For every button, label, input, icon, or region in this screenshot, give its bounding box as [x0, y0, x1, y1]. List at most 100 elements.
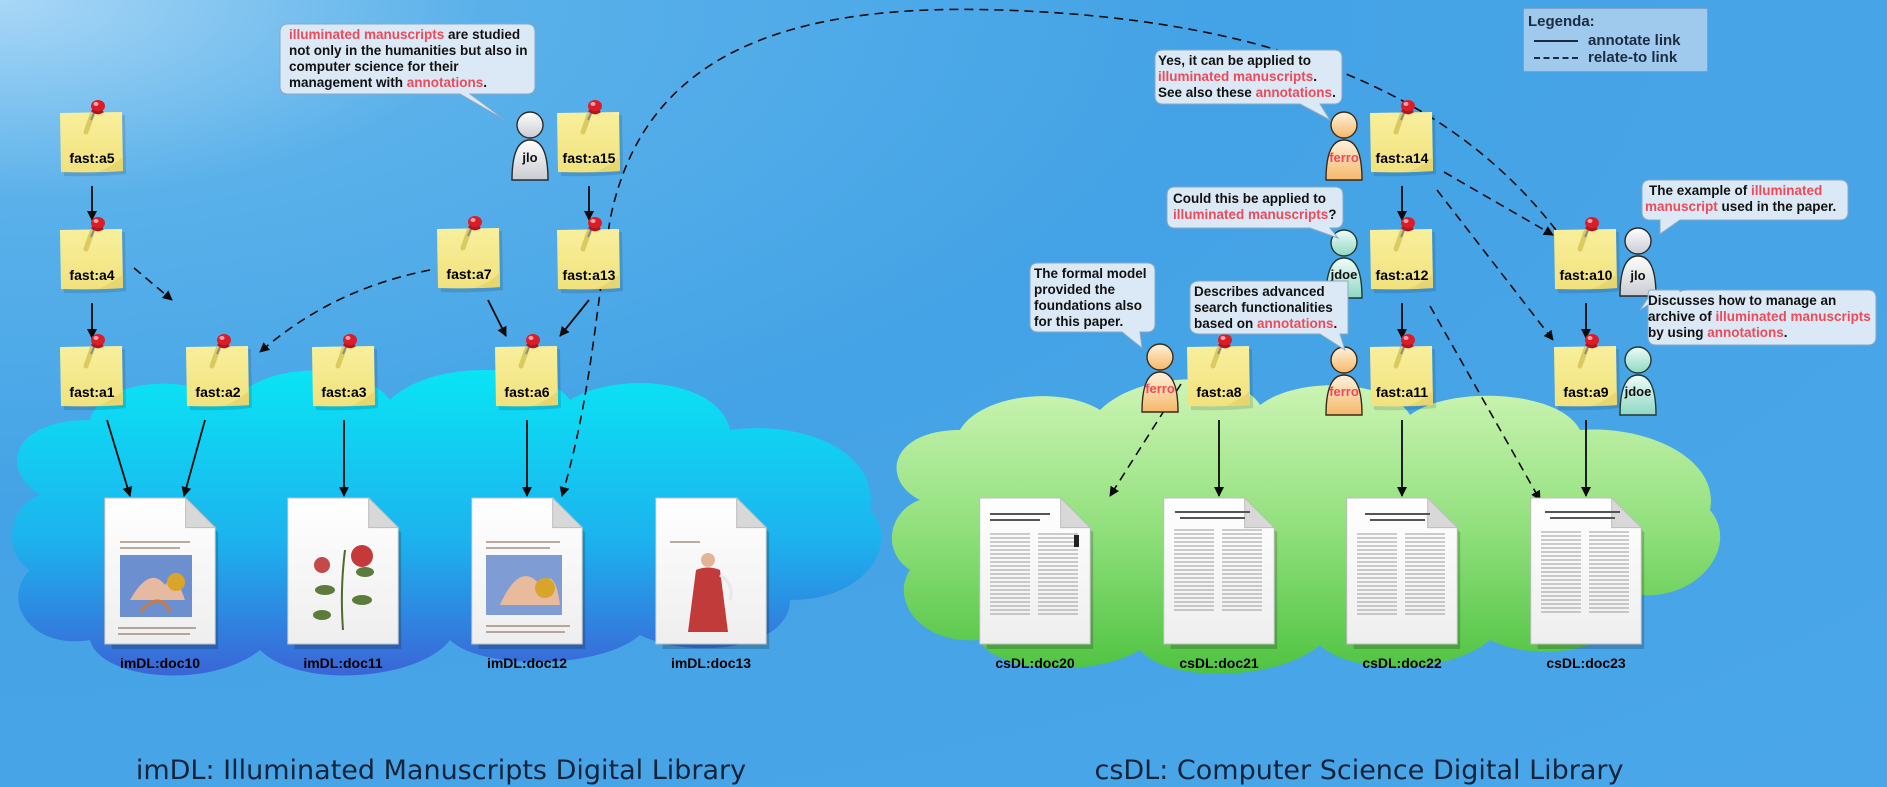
comment-bubble-ferro-a8: The formal model provided the foundation… — [1029, 262, 1156, 350]
link-a2-doc10 — [181, 419, 206, 497]
document-imdl-doc11[interactable]: imDL:doc11 — [287, 497, 402, 671]
dashed-line-icon — [1534, 57, 1578, 59]
annotation-a12[interactable]: fast:a12 — [1370, 217, 1436, 293]
doc-label: imDL:doc12 — [487, 655, 567, 671]
annotation-label: fast:a10 — [1560, 267, 1613, 283]
doc-label: imDL:doc10 — [120, 655, 200, 671]
link-a7-a6 — [487, 299, 507, 337]
comment-bubble-jdoe-a12: Could this be applied to illuminated man… — [1166, 186, 1344, 240]
user-ferro-a8[interactable]: ferro — [1141, 343, 1179, 413]
annotation-a11[interactable]: fast:a11 — [1370, 334, 1436, 410]
annotation-a7[interactable]: fast:a7 — [437, 216, 503, 292]
imdl-title: imDL: Illuminated Manuscripts Digital Li… — [136, 755, 746, 786]
solid-line-icon — [1534, 40, 1578, 42]
legend-annotate-link: annotate link — [1534, 32, 1704, 49]
annotation-label: fast:a13 — [563, 267, 616, 283]
comment-bubble-jdoe-a9: Discusses how to manage an archive of il… — [1639, 289, 1877, 346]
doc-label: csDL:doc21 — [1179, 655, 1259, 671]
svg-text:The formal model provide: The formal model provided the foundation… — [1034, 266, 1150, 329]
comment-bubble-jlo-a10: The example of illuminated manuscript us… — [1641, 179, 1849, 235]
csdl-title: csDL: Computer Science Digital Library — [1094, 755, 1623, 786]
doc-label: imDL:doc13 — [671, 655, 751, 671]
legend: Legenda: annotate link relate-to link — [1523, 8, 1708, 72]
rel-a7-a2 — [259, 269, 431, 353]
user-label: ferro — [1329, 384, 1359, 399]
annotation-label: fast:a11 — [1376, 384, 1428, 400]
user-label: jdoe — [1330, 267, 1358, 282]
svg-text:The example of illuminated: The example of illuminated manuscript us… — [1645, 183, 1836, 214]
annotation-label: fast:a2 — [195, 384, 240, 400]
rel-a14-a9 — [1436, 189, 1554, 341]
annotation-label: fast:a12 — [1376, 267, 1429, 283]
user-label: ferro — [1329, 150, 1359, 165]
legend-label: relate-to link — [1588, 49, 1678, 66]
svg-text:Could this be applied to: Could this be applied to illuminated man… — [1173, 191, 1337, 222]
doc-label: csDL:doc22 — [1362, 655, 1442, 671]
user-label: jlo — [1629, 268, 1645, 283]
document-imdl-doc10[interactable]: imDL:doc10 — [104, 497, 219, 671]
annotation-a13[interactable]: fast:a13 — [557, 217, 623, 293]
annotation-a6[interactable]: fast:a6 — [495, 334, 561, 410]
rose-illustration — [313, 545, 374, 631]
annotation-a14[interactable]: fast:a14 — [1370, 100, 1436, 176]
annotation-a9[interactable]: fast:a9 — [1554, 334, 1620, 410]
annotation-a4[interactable]: fast:a4 — [60, 217, 126, 293]
legend-title: Legenda: — [1528, 13, 1595, 30]
user-jdoe-a9[interactable]: jdoe — [1619, 346, 1657, 416]
svg-text:Describes advanced searc: Describes advanced search functionalitie… — [1194, 284, 1337, 331]
doc-label: csDL:doc23 — [1546, 655, 1626, 671]
annotation-label: fast:a5 — [69, 150, 114, 166]
manuscript-illustration — [486, 541, 570, 633]
comment-bubble-ferro-a11: Describes advanced search functionalitie… — [1189, 280, 1349, 352]
annotation-a3[interactable]: fast:a3 — [312, 334, 378, 410]
legend-label: annotate link — [1588, 32, 1681, 49]
figure-illustration — [670, 541, 733, 632]
svg-text:Discusses how to manage an: Discusses how to manage an archive of il… — [1648, 293, 1875, 340]
doc-label: imDL:doc11 — [303, 655, 383, 671]
annotation-label: fast:a14 — [1376, 150, 1429, 166]
rel-a12-doc23 — [1429, 305, 1541, 501]
annotate-links — [87, 186, 1591, 497]
annotation-label: fast:a1 — [69, 384, 114, 400]
annotation-a2[interactable]: fast:a2 — [186, 334, 252, 410]
annotation-a15[interactable]: fast:a15 — [557, 100, 623, 176]
legend-relate-link: relate-to link — [1534, 49, 1704, 66]
annotation-a1[interactable]: fast:a1 — [60, 334, 126, 410]
manuscript-illustration — [118, 541, 196, 635]
user-jdoe-a12[interactable]: jdoe — [1325, 229, 1363, 299]
annotation-label: fast:a4 — [69, 267, 114, 283]
document-csdl-doc23[interactable]: csDL:doc23 — [1530, 497, 1645, 671]
annotation-a8[interactable]: fast:a8 — [1187, 334, 1253, 410]
link-a1-doc10 — [106, 419, 133, 497]
doc-label: csDL:doc20 — [995, 655, 1075, 671]
annotation-label: fast:a7 — [446, 266, 491, 282]
document-csdl-doc20[interactable]: csDL:doc20 — [979, 497, 1094, 671]
annotation-label: fast:a15 — [563, 150, 616, 166]
comment-bubble-ferro-a14: Yes, it can be applied to illuminated ma… — [1154, 49, 1343, 122]
user-label: jlo — [521, 150, 537, 165]
document-csdl-doc22[interactable]: csDL:doc22 — [1346, 497, 1461, 671]
rel-a14-a10 — [1443, 171, 1554, 236]
link-a13-a6 — [559, 299, 590, 337]
annotation-label: fast:a9 — [1563, 384, 1608, 400]
user-label: ferro — [1145, 381, 1175, 396]
user-ferro-a11[interactable]: ferro — [1325, 346, 1363, 416]
comment-bubble-jlo-a15: illuminated manuscripts are studied not … — [279, 23, 536, 121]
annotation-label: fast:a6 — [504, 384, 549, 400]
user-jlo-a10[interactable]: jlo — [1619, 227, 1657, 297]
annotation-a5[interactable]: fast:a5 — [60, 100, 126, 176]
document-imdl-doc12[interactable]: imDL:doc12 — [471, 497, 586, 671]
document-csdl-doc21[interactable]: csDL:doc21 — [1163, 497, 1278, 671]
user-jlo-a15[interactable]: jlo — [511, 111, 549, 181]
svg-text:Yes, it can be applied to: Yes, it can be applied to illuminated ma… — [1158, 53, 1336, 100]
svg-text:illuminated manuscripts are st: illuminated manuscripts are studied not … — [289, 27, 531, 90]
rel-a10-doc12 — [559, 8, 1557, 497]
user-ferro-a14[interactable]: ferro — [1325, 111, 1363, 181]
annotation-a10[interactable]: fast:a10 — [1554, 217, 1620, 293]
annotation-label: fast:a8 — [1196, 384, 1241, 400]
user-label: jdoe — [1624, 384, 1652, 399]
rel-a4-a2 — [133, 267, 173, 301]
document-imdl-doc13[interactable]: imDL:doc13 — [655, 497, 770, 671]
annotation-label: fast:a3 — [321, 384, 366, 400]
